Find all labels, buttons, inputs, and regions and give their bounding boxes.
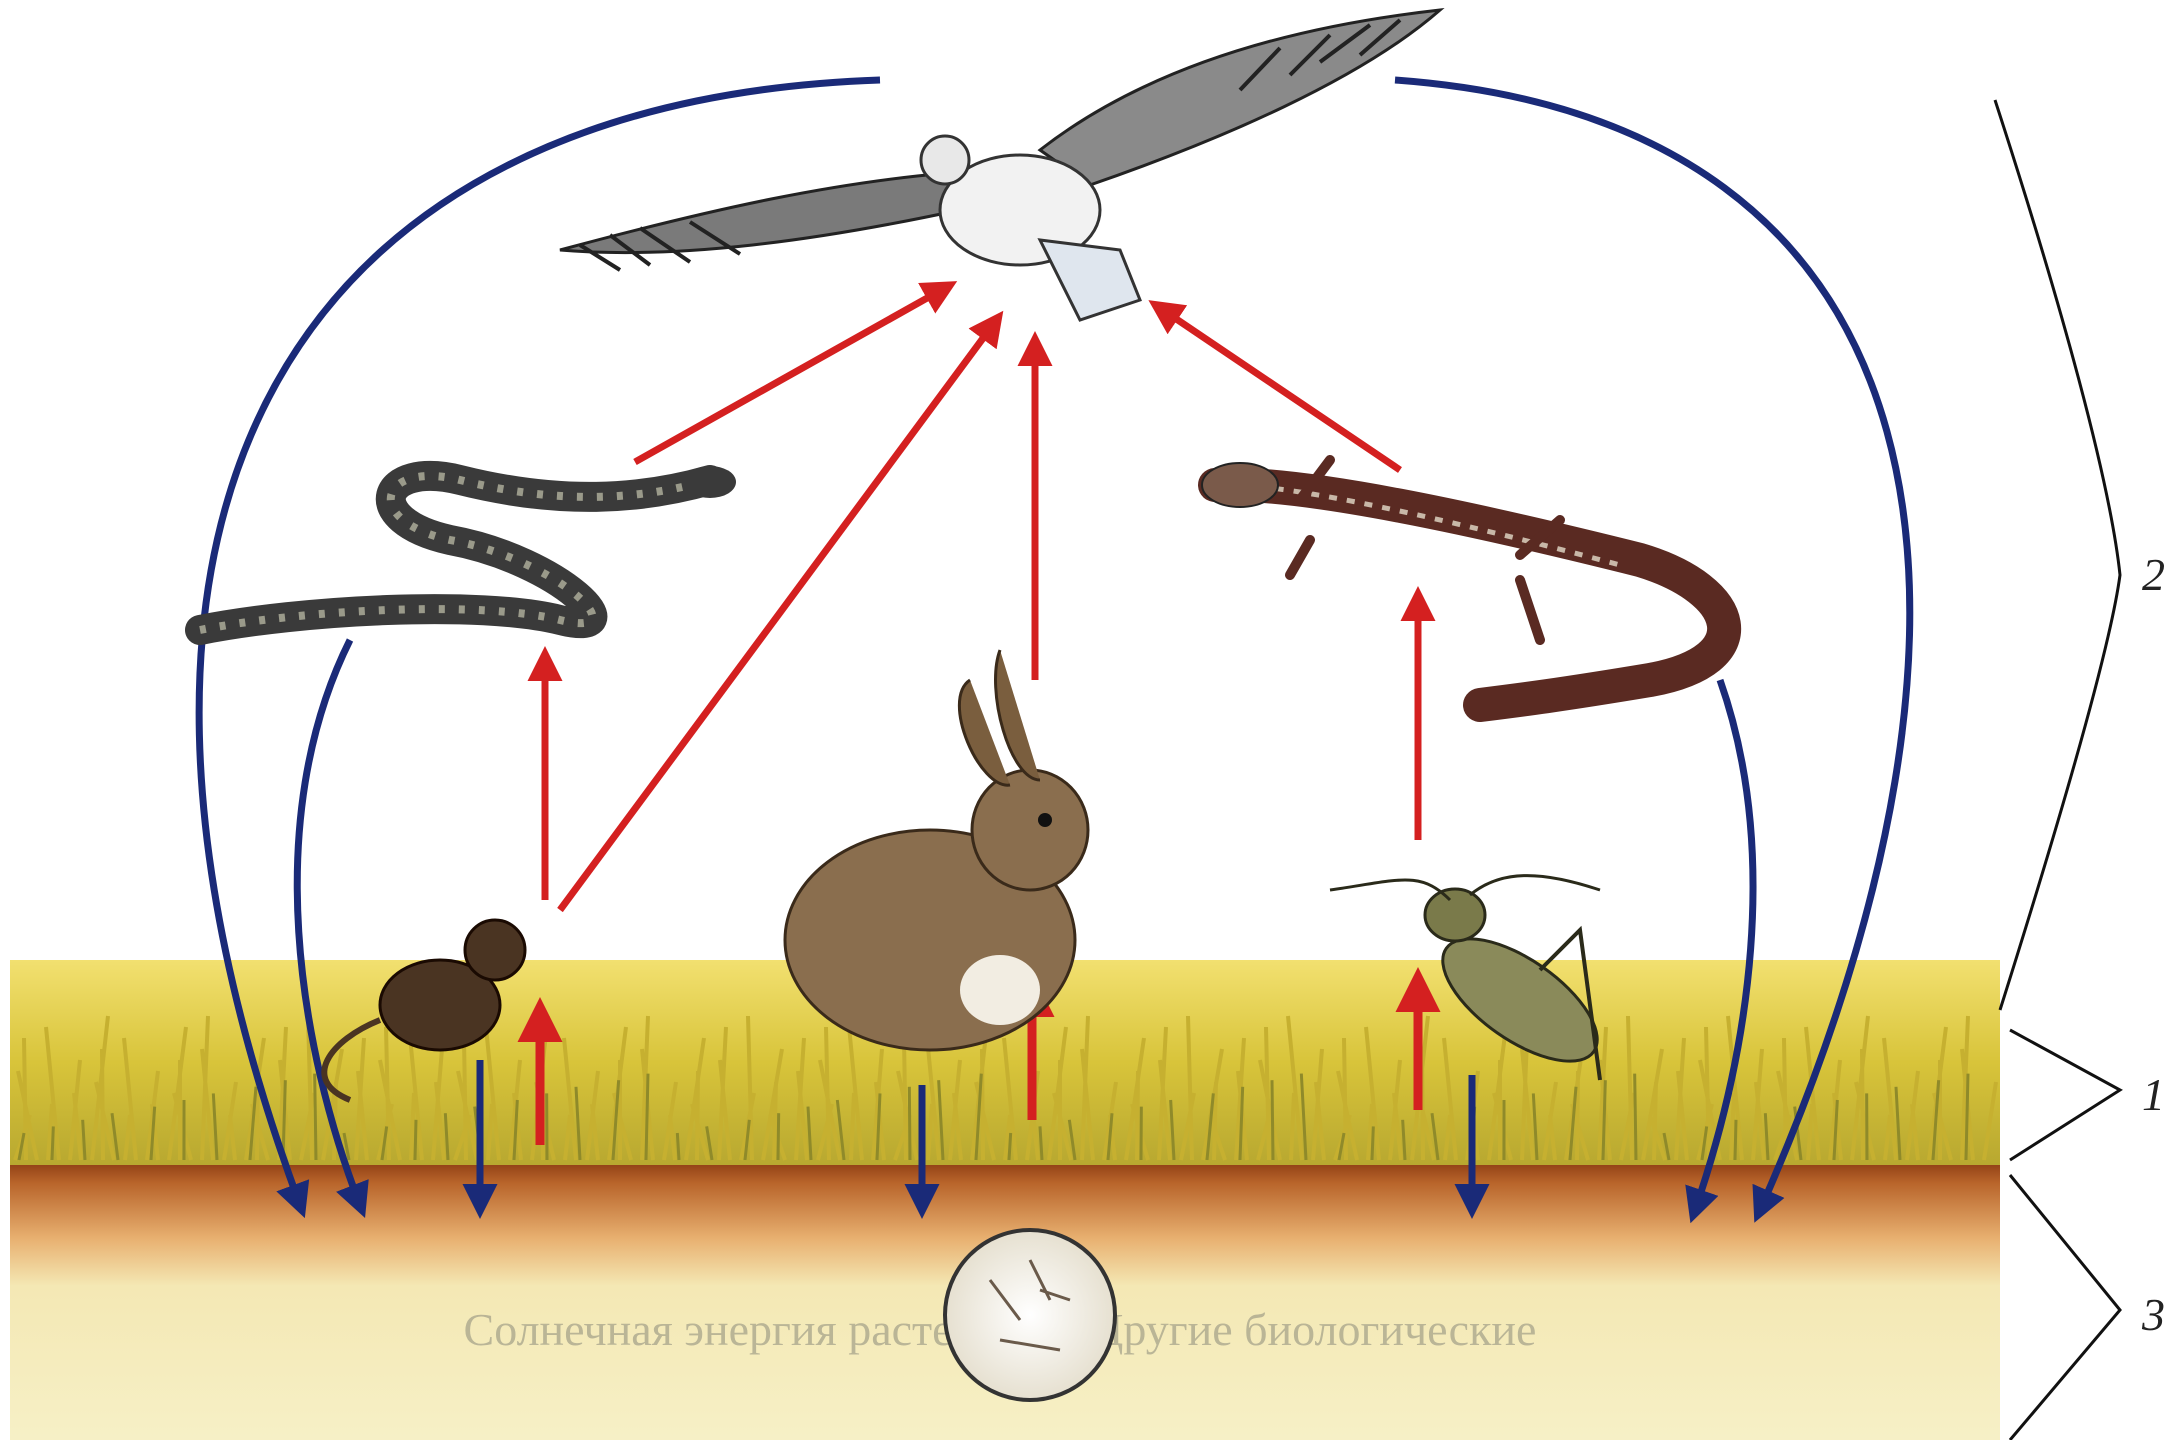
zone-braces bbox=[1995, 100, 2120, 1440]
brace-zone-2 bbox=[1995, 100, 2120, 1010]
brace-zone-3 bbox=[2010, 1175, 2120, 1440]
red-arrow-lizard-to-hawk bbox=[1160, 308, 1400, 470]
bird-of-prey-icon bbox=[560, 10, 1440, 320]
red-arrow-snake-to-hawk bbox=[635, 288, 945, 462]
zone-label-2: 2 bbox=[2142, 549, 2165, 600]
brace-zone-1 bbox=[2010, 1030, 2120, 1160]
snake-icon bbox=[200, 466, 736, 630]
zone-label-3: 3 bbox=[2141, 1289, 2165, 1340]
red-arrow-mouse-to-hawk bbox=[560, 322, 995, 910]
hare-icon bbox=[785, 650, 1088, 1050]
lizard-icon bbox=[1202, 460, 1724, 705]
microscope-circle-icon bbox=[945, 1230, 1115, 1400]
zone-label-1: 1 bbox=[2142, 1069, 2165, 1120]
